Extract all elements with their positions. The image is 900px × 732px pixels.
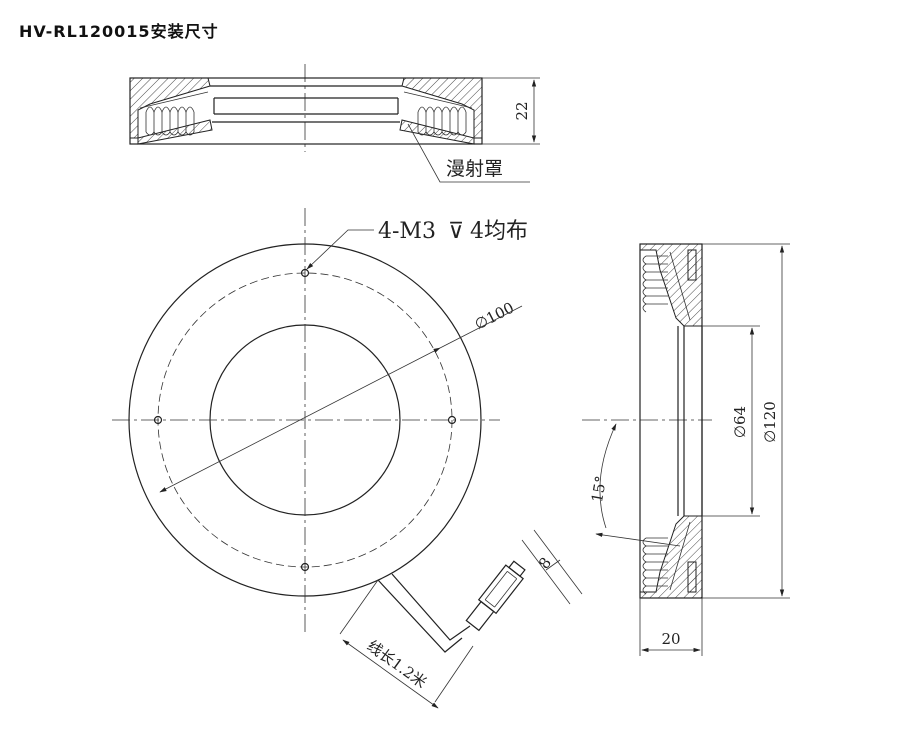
top-left-diffuser <box>137 119 213 145</box>
width-dim-label: 20 <box>661 630 680 648</box>
side-bottom-housing <box>639 515 703 599</box>
mount-hole-bottom <box>300 562 310 572</box>
height-dim-label: 22 <box>513 101 531 120</box>
mount-hole-leader <box>306 229 374 270</box>
bolt-circle-dim-line <box>159 347 441 493</box>
side-bottom-leds <box>642 521 691 595</box>
angle-ray <box>595 532 681 547</box>
mount-holes-label: 4-M3 <box>378 219 436 244</box>
side-bottom-diffuser <box>687 561 697 593</box>
mount-depth-label: 4均布 <box>470 219 528 244</box>
cable-length-dim-line <box>342 639 439 709</box>
bolt-circle-label: ∅100 <box>472 299 517 334</box>
mount-hole-right <box>447 415 457 425</box>
cable <box>377 560 526 653</box>
mounting-holes <box>153 268 457 572</box>
top-right-leds <box>403 91 473 136</box>
top-left-leds <box>139 91 209 136</box>
cable-dia-dim-line <box>545 559 561 571</box>
front-view: 4-M3 ⊽ 4均布 ∅100 8 <box>112 208 583 709</box>
outer-dia-label: ∅120 <box>761 401 779 443</box>
inner-dia-label: ∅64 <box>731 406 749 438</box>
angle-arc <box>599 423 617 529</box>
mount-hole-top <box>300 268 310 278</box>
side-top-diffuser <box>687 249 697 281</box>
side-top-leds <box>642 251 691 321</box>
side-top-housing <box>639 243 703 327</box>
top-right-diffuser <box>399 119 475 145</box>
cable-dia-label: 8 <box>535 554 555 573</box>
top-section-view: 22 漫射罩 <box>129 64 540 183</box>
angle-label: 15° <box>588 474 610 503</box>
cable-length-label: 线长1.2米 <box>364 637 430 692</box>
diffuser-label: 漫射罩 <box>446 158 503 180</box>
side-section-view: ∅64 ∅120 20 15° <box>582 243 790 656</box>
mount-depth-symbol: ⊽ <box>448 219 464 244</box>
diffuser-leader <box>407 123 530 183</box>
page-title: HV-RL120015安装尺寸 <box>19 22 219 41</box>
